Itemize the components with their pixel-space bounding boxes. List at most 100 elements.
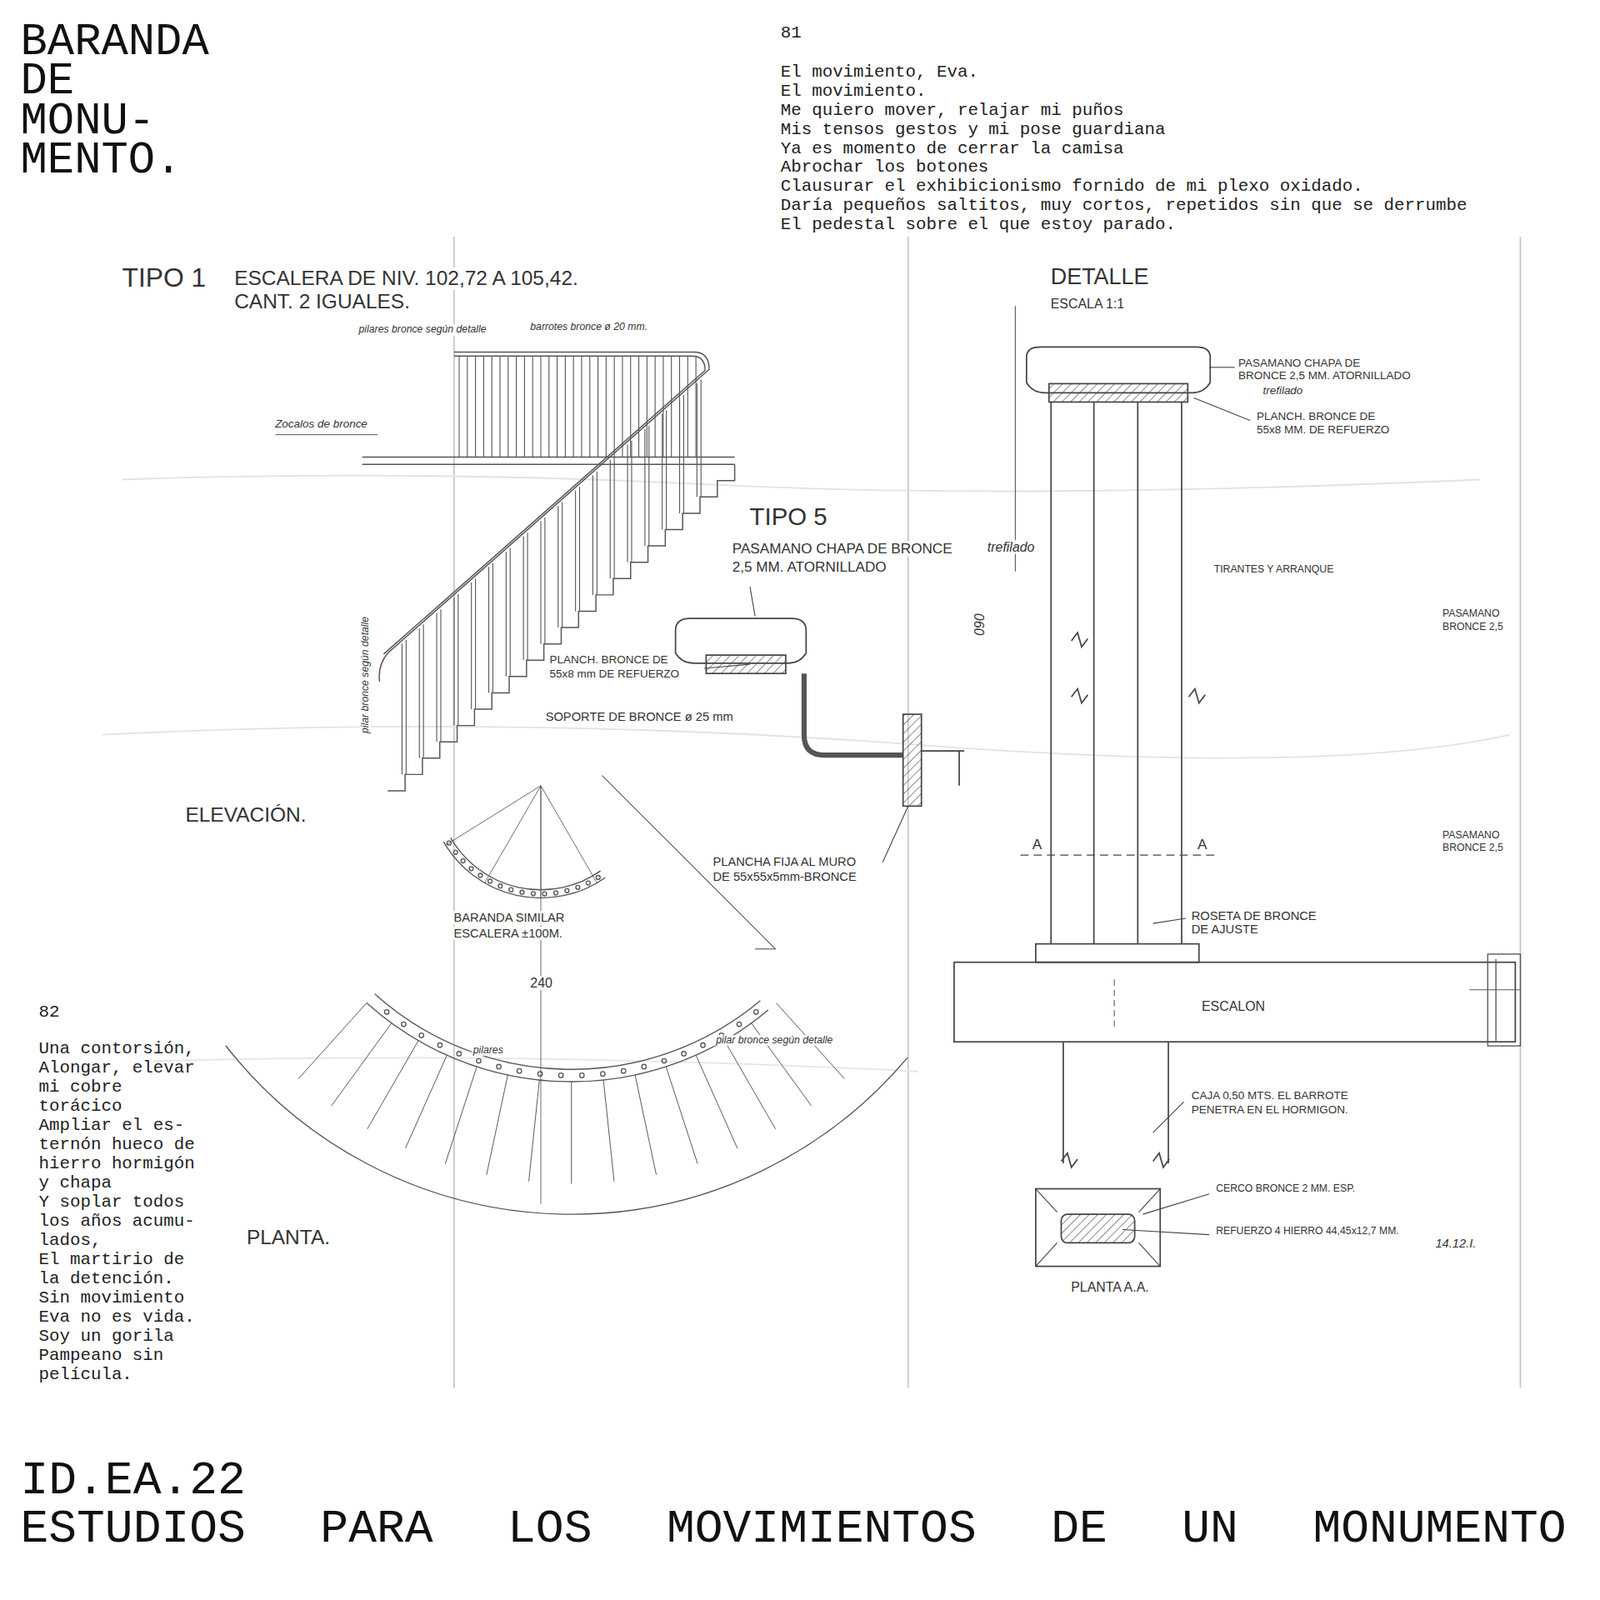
plan-post: [401, 1021, 406, 1026]
plan-step-line: [665, 1066, 698, 1164]
poem-line: lados,: [39, 1231, 102, 1251]
drawing-annotation: BRONCE 2,5: [1440, 621, 1505, 633]
baluster: [655, 355, 656, 457]
poem-number: 81: [780, 24, 802, 44]
drawing-annotation: pilares bronce según detalle: [357, 324, 489, 335]
baluster: [661, 414, 663, 530]
baluster: [499, 355, 500, 457]
drawing-annotation: trefilado: [985, 540, 1037, 555]
plan-post: [419, 1033, 424, 1038]
baluster: [523, 536, 525, 661]
plan-post: [595, 875, 600, 880]
plan-post: [558, 1073, 563, 1078]
drawing-annotation: ESCALON: [1200, 999, 1267, 1015]
drawing-annotation: TIPO 1: [120, 263, 208, 293]
drawing-annotation: PASAMANO: [1440, 608, 1501, 620]
poem-line: Me quiero mover, relajar mi puños: [780, 101, 1125, 121]
drawing-annotation: 55x8 mm DE REFUERZO: [548, 668, 681, 681]
plan-post: [585, 880, 590, 885]
plan-post: [565, 888, 570, 893]
plan-step-line: [570, 1081, 572, 1184]
plan-post: [554, 890, 559, 895]
baluster: [589, 355, 590, 457]
poem-line: Daría pequeños saltitos, muy cortos, rep…: [780, 196, 1468, 216]
baluster: [575, 490, 576, 612]
plan-post: [437, 1042, 442, 1047]
plan-post: [520, 890, 525, 895]
baluster: [401, 643, 403, 775]
drawing-annotation: pilar bronce según detalle: [360, 615, 371, 735]
baluster: [662, 355, 664, 457]
plan-post: [681, 1051, 686, 1056]
plan-post: [542, 891, 547, 896]
baluster: [695, 355, 697, 457]
baluster: [515, 355, 517, 457]
baluster: [548, 355, 550, 457]
plan-tick: [755, 948, 775, 950]
right-partial-detail: [1469, 954, 1520, 1046]
drawing-annotation: DETALLE: [1049, 265, 1151, 290]
baluster: [670, 355, 672, 457]
drawing-annotation: 090: [972, 612, 988, 639]
drawing-annotation: PLANCH. BRONCE DE: [548, 654, 670, 667]
plan-post: [530, 891, 535, 896]
drawing-annotation: PLANTA.: [245, 1226, 332, 1250]
drawing-annotation: PASAMANO CHAPA DE: [1236, 357, 1362, 370]
drawing-annotation: TIPO 5: [748, 503, 830, 530]
poem-line: Pampeano sin: [39, 1346, 165, 1366]
baluster: [475, 578, 476, 710]
baluster: [527, 532, 529, 660]
plan-axis: [540, 785, 541, 1205]
poem-line: mi cobre: [39, 1078, 123, 1098]
baluster: [532, 355, 534, 457]
plan-post: [384, 1010, 389, 1015]
drawing-annotation: pilares: [471, 1045, 505, 1056]
plan-post: [496, 1064, 501, 1069]
drawing-annotation: CERCO BRONCE 2 MM. ESP.: [1214, 1183, 1357, 1195]
plan-step-line: [405, 1055, 447, 1149]
plan-post: [478, 873, 483, 878]
poem-line: los años acumu-: [39, 1212, 195, 1232]
baluster: [614, 455, 615, 579]
baluster: [561, 502, 563, 629]
baluster: [573, 355, 575, 457]
baluster: [687, 355, 689, 457]
drawing-annotation: ELEVACIÓN.: [183, 804, 308, 827]
baluster: [592, 475, 594, 595]
drawing-annotation: 2,5 MM. ATORNILLADO: [730, 559, 889, 575]
baluster: [638, 355, 640, 457]
baluster: [466, 355, 468, 457]
baluster: [405, 640, 407, 775]
plan-post: [509, 887, 514, 892]
paper-folds: [101, 236, 1520, 1388]
baluster: [610, 460, 611, 580]
drawing-annotation: PASAMANO: [1440, 830, 1501, 841]
baluster: [475, 355, 476, 457]
drawing-annotation: TIRANTES Y ARRANQUE: [1212, 564, 1336, 575]
baluster: [458, 355, 460, 457]
baluster: [470, 582, 472, 710]
plan-rail-arc: [375, 994, 761, 1070]
baluster: [488, 566, 490, 693]
drawing-annotation: PLANTA A.A.: [1069, 1280, 1150, 1295]
drawing-annotation: CAJA 0,50 MTS. EL BARROTE: [1190, 1090, 1350, 1103]
plan-step-line: [367, 1040, 419, 1130]
baluster: [556, 355, 558, 457]
page-caption: ESTUDIOS PARA LOS MOVIMIENTOS DE UN MONU…: [20, 1505, 1566, 1553]
baluster: [630, 355, 631, 457]
drawing-annotation: DE AJUSTE: [1190, 922, 1260, 936]
drawing-annotation: trefilado: [1260, 385, 1305, 398]
plan-radial: [445, 785, 541, 845]
baluster: [540, 355, 541, 457]
poem-line: Eva no es vida.: [39, 1308, 195, 1328]
poem-line: El martirio de: [39, 1250, 185, 1270]
drawing-annotation: BRONCE 2,5 MM. ATORNILLADO: [1236, 370, 1413, 383]
plan-post: [537, 1071, 542, 1076]
baluster: [627, 444, 629, 562]
plan-outer-arc: [225, 1045, 908, 1215]
poem-line: Clausurar el exhibicionismo fornido de m…: [780, 177, 1364, 197]
drawing-annotation: ROSETA DE BRONCE: [1190, 909, 1319, 923]
plan-step-line: [298, 1003, 367, 1080]
poem-line: El movimiento, Eva.: [780, 63, 979, 83]
baluster: [505, 551, 507, 677]
